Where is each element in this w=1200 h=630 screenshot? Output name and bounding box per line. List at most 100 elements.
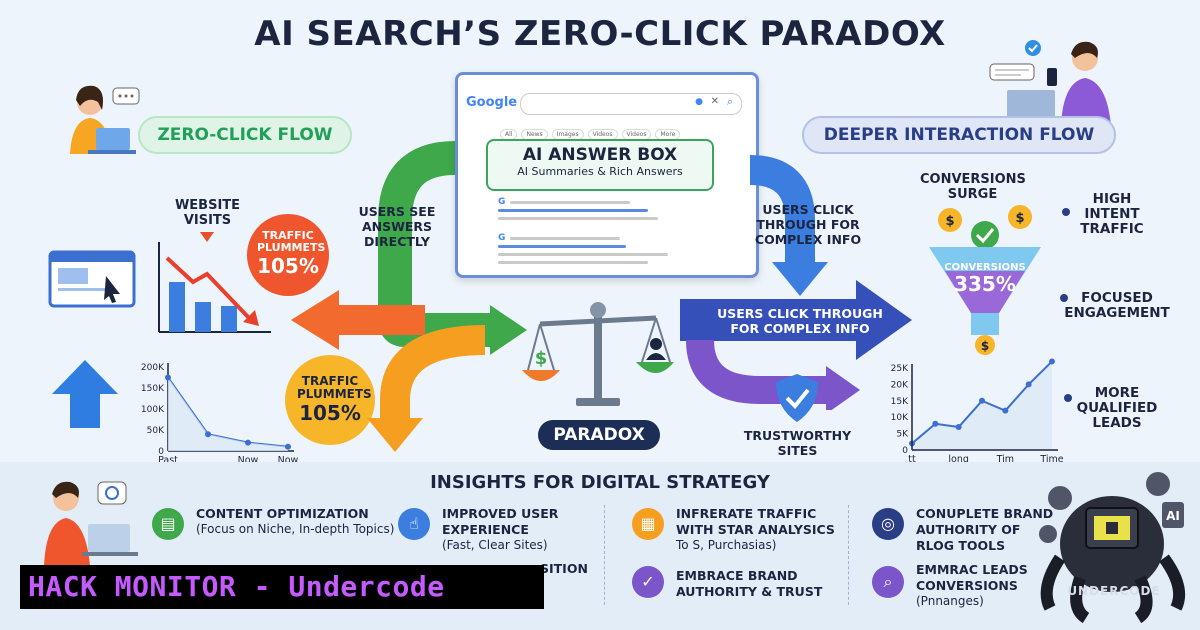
shield-check-icon [776, 374, 818, 422]
traffic-plummets-badge-2: TRAFFIC PLUMMETS 105% [285, 355, 375, 445]
data-point [245, 439, 251, 446]
insight-leads-conversions: EMMRAC LEADS CONVERSIONS (Pnnanges) [916, 562, 1046, 609]
svg-text:$: $ [1015, 211, 1024, 226]
data-point [165, 374, 171, 381]
benefit-qualified-leads: MORE QUALIFIED LEADS [1076, 385, 1158, 431]
divider [848, 505, 850, 605]
benefit-focused-engagement: FOCUSED ENGAGEMENT [1064, 290, 1170, 321]
page-title: AI SEARCH’S ZERO-CLICK PARADOX [254, 14, 946, 54]
insight-head: IMPROVED USER EXPERIENCE [442, 506, 559, 537]
bullet [1062, 208, 1070, 216]
declining-bar-chart [158, 242, 271, 333]
users-see-answers-label: USERS SEE ANSWERS DIRECTLY [358, 204, 436, 249]
insight-traffic-analytics: INFRERATE TRAFFIC WITH STAR ANALYSICS To… [676, 506, 836, 553]
result-g-icon: G [498, 197, 506, 207]
x-tick-label: Time [1039, 454, 1063, 465]
result-line [498, 253, 668, 256]
result-link-2[interactable] [498, 245, 626, 248]
funnel-value: 335% [954, 272, 1016, 296]
y-tick-label: 15K [891, 397, 909, 407]
flow-arrows [291, 141, 527, 452]
website-visits-label: WEBSITE VISITS [174, 198, 241, 228]
data-point [1025, 381, 1032, 388]
document-icon: ▤ [152, 508, 184, 540]
result-line [510, 201, 630, 204]
person-desk-icon [44, 481, 138, 566]
answer-box-title: AI ANSWER BOX [522, 145, 678, 165]
person-laptop-icon [70, 85, 140, 154]
data-point [1049, 358, 1055, 365]
zero-click-flow-pill: ZERO-CLICK FLOW [138, 116, 352, 154]
deeper-interaction-flow-pill: DEEPER INTERACTION FLOW [802, 116, 1116, 154]
insight-head: EMBRACE BRAND AUTHORITY & TRUST [676, 568, 823, 599]
data-point [205, 431, 211, 438]
insight-content-optimization: CONTENT OPTIMIZATION (Focus on Niche, In… [196, 506, 396, 537]
y-tick-label: 0 [158, 447, 164, 457]
y-tick-label: 50K [147, 426, 165, 436]
chart-area [168, 377, 288, 451]
growth-chart-icon: ▦ [632, 508, 664, 540]
chart-area [912, 361, 1052, 450]
y-tick-label: 0 [902, 446, 908, 456]
person-phone-icon [989, 40, 1111, 126]
insight-head: INFRERATE TRAFFIC WITH STAR ANALYSICS [676, 506, 835, 537]
insight-head: CONUPLETE BRAND AUTHORITY OF RLOG TOOLS [916, 506, 1054, 553]
y-tick-label: 200K [141, 363, 165, 373]
insight-sub: (Fast, Clear Sites) [442, 538, 548, 552]
data-point [955, 424, 962, 431]
hack-monitor-banner: HACK MONITOR - Undercode [20, 565, 544, 609]
svg-text:$: $ [981, 339, 989, 353]
camera-icon[interactable]: ✕ [710, 96, 719, 107]
x-tick-label: tt [908, 454, 916, 465]
shield-icon: ✓ [632, 566, 664, 598]
result-line [498, 261, 648, 264]
browser-window-icon [48, 250, 136, 308]
y-tick-label: 100K [141, 405, 165, 415]
insight-sub: (Focus on Niche, In-depth Topics) [196, 522, 395, 536]
pointer-icon: ☝ [398, 508, 430, 540]
insights-title: INSIGHTS FOR DIGITAL STRATEGY [430, 472, 770, 493]
divider [604, 505, 606, 605]
traffic-plummets-badge: TRAFFIC PLUMMETS 105% [247, 214, 329, 296]
right-flow-arrows [680, 155, 912, 410]
result-link[interactable] [498, 209, 648, 212]
insight-complete-brand: CONUPLETE BRAND AUTHORITY OF RLOG TOOLS [916, 506, 1056, 554]
x-tick-label: Now [238, 455, 259, 465]
y-tick-label: 150K [141, 384, 165, 394]
traffic-badge-value: 105% [257, 254, 319, 278]
x-tick-label: Past [158, 455, 178, 465]
data-point [932, 420, 939, 427]
result-line [510, 237, 620, 240]
insight-head: EMMRAC LEADS CONVERSIONS [916, 562, 1028, 593]
bullet [1064, 394, 1072, 402]
x-tick-label: Tim [996, 454, 1014, 465]
funnel-label-text: CONVERSIONS [944, 262, 1026, 273]
y-tick-label: 20K [891, 380, 909, 390]
result-g-icon-2: G [498, 233, 506, 243]
balance-scale-icon: $ [522, 302, 674, 406]
insight-sub: (Pnnanges) [916, 594, 984, 608]
insight-brand-authority: EMBRACE BRAND AUTHORITY & TRUST [676, 568, 836, 600]
ai-answer-box: AI ANSWER BOX AI Summaries & Rich Answer… [486, 139, 714, 191]
up-arrow-icon [52, 360, 118, 428]
y-tick-label: 5K [896, 430, 909, 440]
svg-text:$: $ [945, 214, 954, 229]
svg-text:AI: AI [1166, 509, 1180, 523]
users-click-complex-label: USERS CLICK THROUGH FOR COMPLEX INFO [754, 202, 862, 247]
insight-sub: To S, Purchasias) [676, 538, 777, 552]
result-line [498, 217, 658, 220]
traffic-badge-label: TRAFFIC PLUMMETS [257, 229, 326, 254]
search-input[interactable]: ● ✕ ⌕ [520, 93, 742, 115]
data-point [979, 397, 985, 404]
insight-head: CONTENT OPTIMIZATION [196, 506, 369, 521]
search-icon[interactable]: ⌕ [726, 95, 733, 108]
magnifier-icon: ⌕ [872, 566, 904, 598]
traffic-badge-2-value: 105% [299, 401, 361, 425]
insight-head: SITION [540, 561, 588, 576]
target-icon: ◎ [872, 508, 904, 540]
mic-icon[interactable]: ● [695, 97, 703, 107]
